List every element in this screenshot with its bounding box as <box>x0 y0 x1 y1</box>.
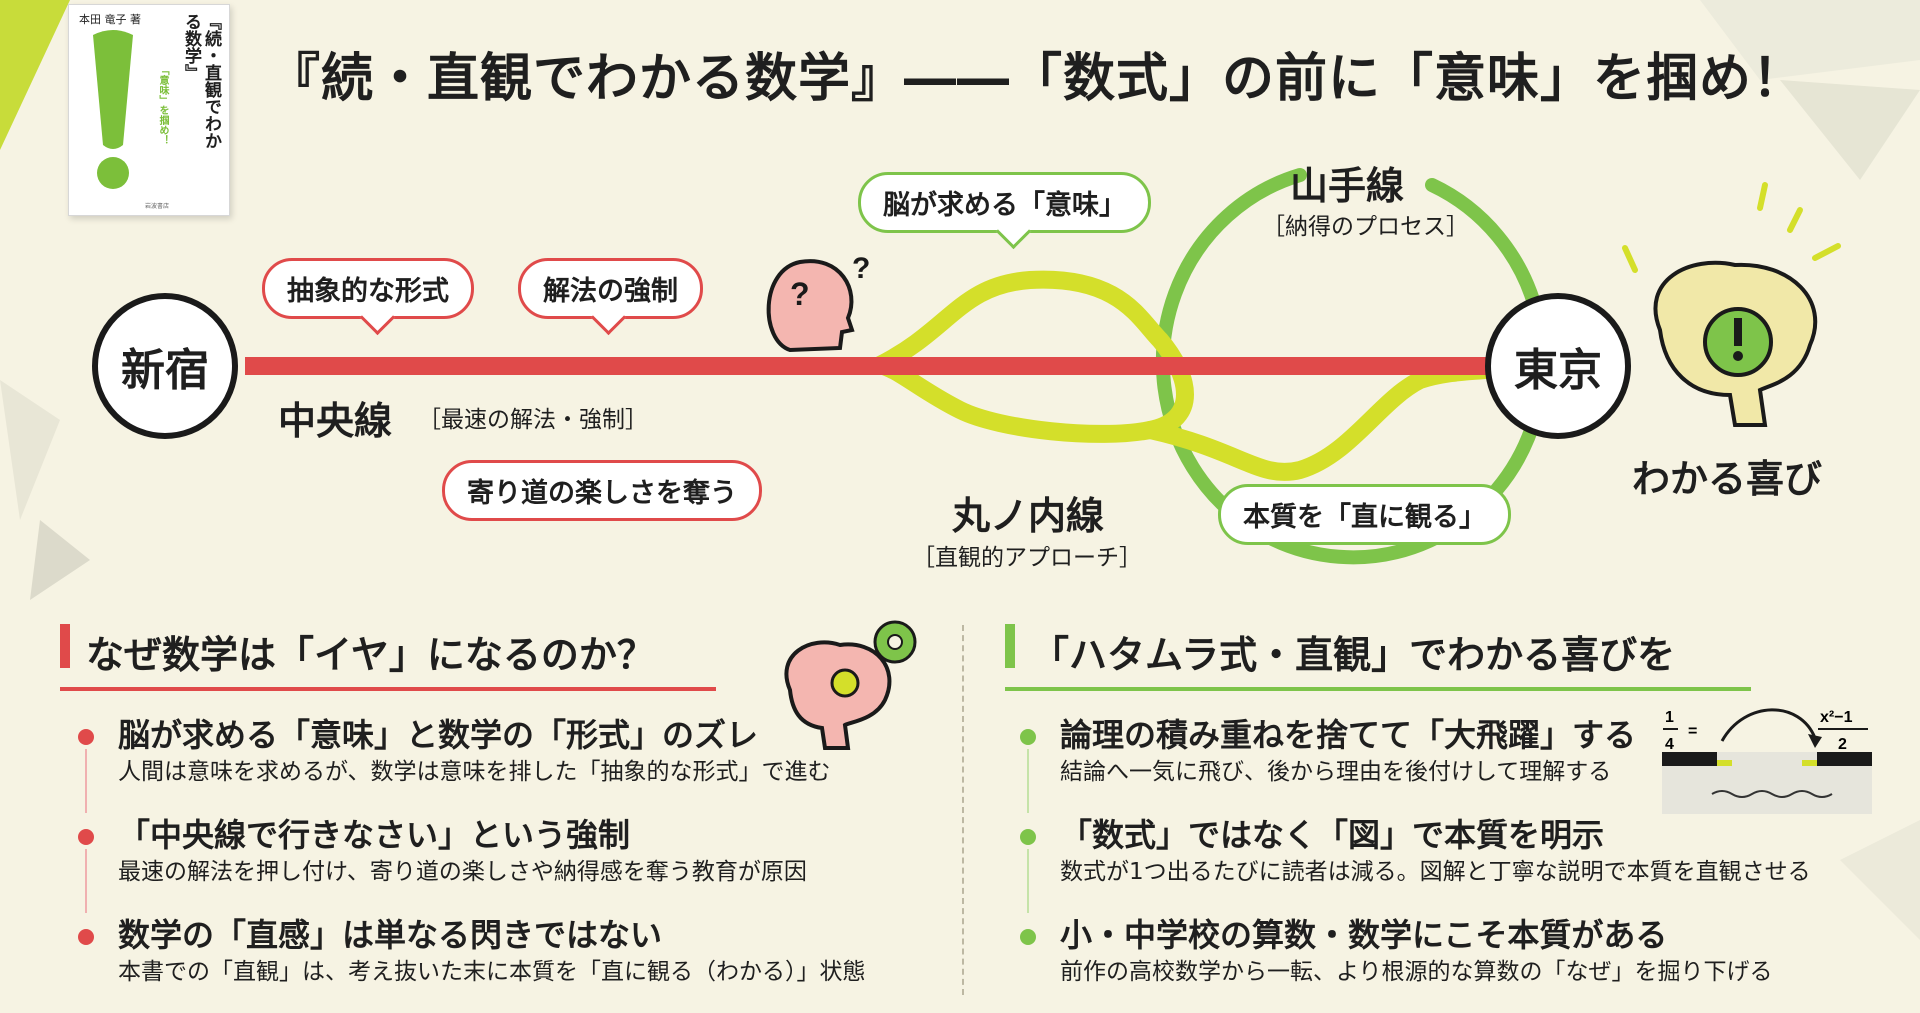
callout-detour-joy: 寄り道の楽しさを奪う <box>442 460 762 521</box>
station-shinjuku: 新宿 <box>92 293 238 439</box>
joy-label: わかる喜び <box>1632 457 1823 501</box>
right-points-list: 論理の積み重ねを捨てて「大飛躍」する 結論へ一気に飛び、後から理由を後付けして理… <box>1020 713 1811 1013</box>
marunouchi-line-note: ［直観的アプローチ］ <box>912 545 1142 571</box>
yamanote-line-note: ［納得のプロセス］ <box>1262 214 1469 240</box>
list-item: 「中央線で行きなさい」という強制 最速の解法を押し付け、寄り道の楽しさや納得感を… <box>78 813 866 913</box>
point-title: 論理の積み重ねを捨てて「大飛躍」する <box>1060 716 1637 754</box>
point-title: 「数式」ではなく「図」で本質を明示 <box>1060 816 1605 854</box>
point-sub: 結論へ一気に飛び、後から理由を後付けして理解する <box>1060 759 1612 785</box>
point-sub: 前作の高校数学から一転、より根源的な算数の「なぜ」を掘り下げる <box>1060 959 1773 985</box>
callout-detour-joy-text: 寄り道の楽しさを奪う <box>467 478 737 509</box>
left-points-list: 脳が求める「意味」と数学の「形式」のズレ 人間は意味を求めるが、数学は意味を排し… <box>78 713 866 1013</box>
brain-exclamation-icon <box>1622 182 1841 427</box>
point-sub: 最速の解法を押し付け、寄り道の楽しさや納得感を奪う教育が原因 <box>118 859 807 885</box>
chuo-line-note: ［最速の解法・強制］ <box>418 407 648 433</box>
bullet-dot-icon <box>78 729 94 745</box>
callout-brain-meaning: 脳が求める「意味」 <box>858 172 1151 250</box>
bullet-dot-icon <box>1020 829 1036 845</box>
formula-right-den: 2 <box>1838 736 1847 753</box>
list-item: 脳が求める「意味」と数学の「形式」のズレ 人間は意味を求めるが、数学は意味を排し… <box>78 713 866 813</box>
book-title: 『続・直観でわかる数学』 <box>181 13 221 149</box>
left-section-title: なぜ数学は「イヤ」になるのか？ <box>60 620 716 691</box>
bullet-dot-icon <box>78 829 94 845</box>
question-head-icon: ? ? <box>766 252 870 353</box>
formula-left-num: 1 <box>1665 709 1674 726</box>
marunouchi-line-name: 丸ノ内線 <box>952 494 1105 538</box>
callout-abstract-form-text: 抽象的な形式 <box>287 276 449 307</box>
callout-forced-method: 解法の強制 <box>518 258 703 336</box>
callout-see-essence: 本質を「直に観る」 <box>1218 484 1511 545</box>
point-sub: 人間は意味を求めるが、数学は意味を排した「抽象的な形式」で進む <box>118 759 831 785</box>
point-title: 数学の「直感」は単なる閃きではない <box>118 916 663 954</box>
list-item: 論理の積み重ねを捨てて「大飛躍」する 結論へ一気に飛び、後から理由を後付けして理… <box>1020 713 1811 813</box>
bullet-dot-icon <box>1020 929 1036 945</box>
list-item: 小・中学校の算数・数学にこそ本質がある 前作の高校数学から一転、より根源的な算数… <box>1020 913 1811 1013</box>
bullet-dot-icon <box>1020 729 1036 745</box>
brain-gears-icon <box>784 620 917 750</box>
exclamation-icon <box>93 30 133 189</box>
chuo-line-name: 中央線 <box>278 399 393 443</box>
formula-equals: = <box>1688 723 1697 740</box>
bridge-formula-icon: 1 4 = x²−1 2 <box>1662 708 1872 814</box>
section-divider <box>962 625 964 995</box>
yamanote-line-name: 山手線 <box>1290 164 1405 208</box>
list-item: 数学の「直感」は単なる閃きではない 本書での「直観」は、考え抜いた末に本質を「直… <box>78 913 866 1013</box>
formula-right-num: x²−1 <box>1820 709 1853 726</box>
book-subtitle: 「意味」を掴め！ <box>157 65 168 145</box>
book-author: 本田 竜子 著 <box>79 13 141 26</box>
point-sub: 数式が1つ出るたびに読者は減る。図解と丁寧な説明で本質を直観させる <box>1060 859 1811 885</box>
svg-text:?: ? <box>790 276 810 312</box>
point-title: 「中央線で行きなさい」という強制 <box>118 816 631 854</box>
right-section-title: 「ハタムラ式・直観」でわかる喜びを <box>1005 620 1751 691</box>
svg-text:?: ? <box>852 252 870 285</box>
bullet-dot-icon <box>78 929 94 945</box>
callout-brain-meaning-text: 脳が求める「意味」 <box>883 190 1126 221</box>
callout-see-essence-text: 本質を「直に観る」 <box>1243 502 1486 533</box>
station-tokyo: 東京 <box>1485 293 1631 439</box>
page-title: 『続・直観でわかる数学』――「数式」の前に「意味」を掴め！ <box>268 49 1806 109</box>
marunouchi-line-east <box>1141 359 1509 481</box>
list-item: 「数式」ではなく「図」で本質を明示 数式が1つ出るたびに読者は減る。図解と丁寧な… <box>1020 813 1811 913</box>
callout-abstract-form: 抽象的な形式 <box>262 258 474 336</box>
point-title: 小・中学校の算数・数学にこそ本質がある <box>1060 916 1668 954</box>
point-sub: 本書での「直観」は、考え抜いた末に本質を「直に観る（わかる）」状態 <box>118 959 866 985</box>
point-title: 脳が求める「意味」と数学の「形式」のズレ <box>118 716 759 754</box>
book-cover: 本田 竜子 著 『続・直観でわかる数学』 「意味」を掴め！ 岩波書店 <box>68 4 230 216</box>
book-publisher: 岩波書店 <box>145 203 170 210</box>
marunouchi-line <box>871 270 1194 443</box>
formula-left-den: 4 <box>1665 736 1674 753</box>
